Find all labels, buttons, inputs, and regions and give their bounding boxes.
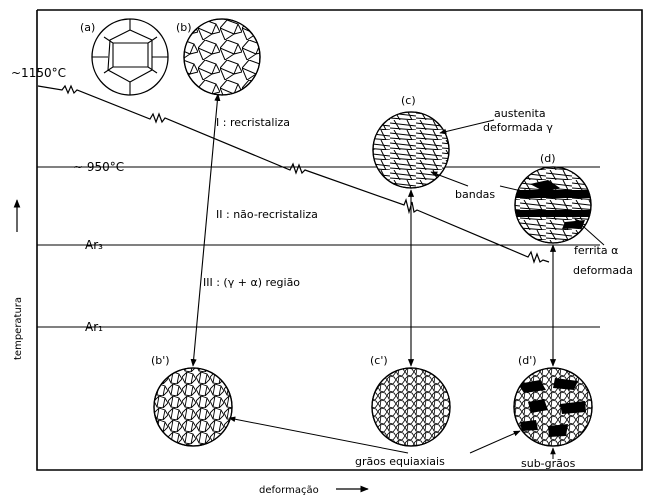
region-III-label: III : (γ + α) região	[203, 276, 300, 289]
transformation-arrows	[193, 94, 553, 366]
temp-1150-label: ~1150°C	[11, 66, 66, 80]
temp-ar1-label: Ar₁	[85, 320, 103, 334]
austenita-deformada-label: deformada γ	[483, 121, 553, 134]
microstructure-c	[373, 112, 449, 188]
label-b-prime: (b')	[151, 354, 170, 367]
rolling-schedule-line	[38, 86, 549, 262]
microstructure-c-prime	[372, 368, 450, 446]
ferrita-label: ferrita α	[574, 244, 618, 257]
microstructure-a	[92, 19, 168, 95]
label-b: (b)	[176, 21, 192, 34]
label-c: (c)	[401, 94, 416, 107]
temp-950-label: ~ 950°C	[73, 160, 124, 174]
microstructure-d-prime	[514, 368, 592, 446]
temp-ar3-label: Ar₃	[85, 238, 103, 252]
x-axis-label: deformação	[259, 485, 319, 496]
bandas-label: bandas	[455, 188, 495, 201]
microstructure-b	[184, 19, 260, 95]
label-a: (a)	[80, 21, 95, 34]
region-II-label: II : não-recristaliza	[216, 208, 318, 221]
label-d: (d)	[540, 152, 556, 165]
label-c-prime: (c')	[370, 354, 388, 367]
microstructure-d	[515, 167, 591, 243]
ferrita-deformada-label: deformada	[573, 264, 633, 277]
y-axis-label: temperatura	[13, 297, 24, 360]
sub-graos-label: sub-grãos	[521, 457, 576, 470]
graos-equiaxiais-label: grãos equiaxiais	[355, 455, 445, 468]
austenita-label: austenita	[494, 107, 546, 120]
label-d-prime: (d')	[518, 354, 537, 367]
region-I-label: I : recristaliza	[216, 116, 290, 129]
microstructure-b-prime	[154, 368, 232, 446]
